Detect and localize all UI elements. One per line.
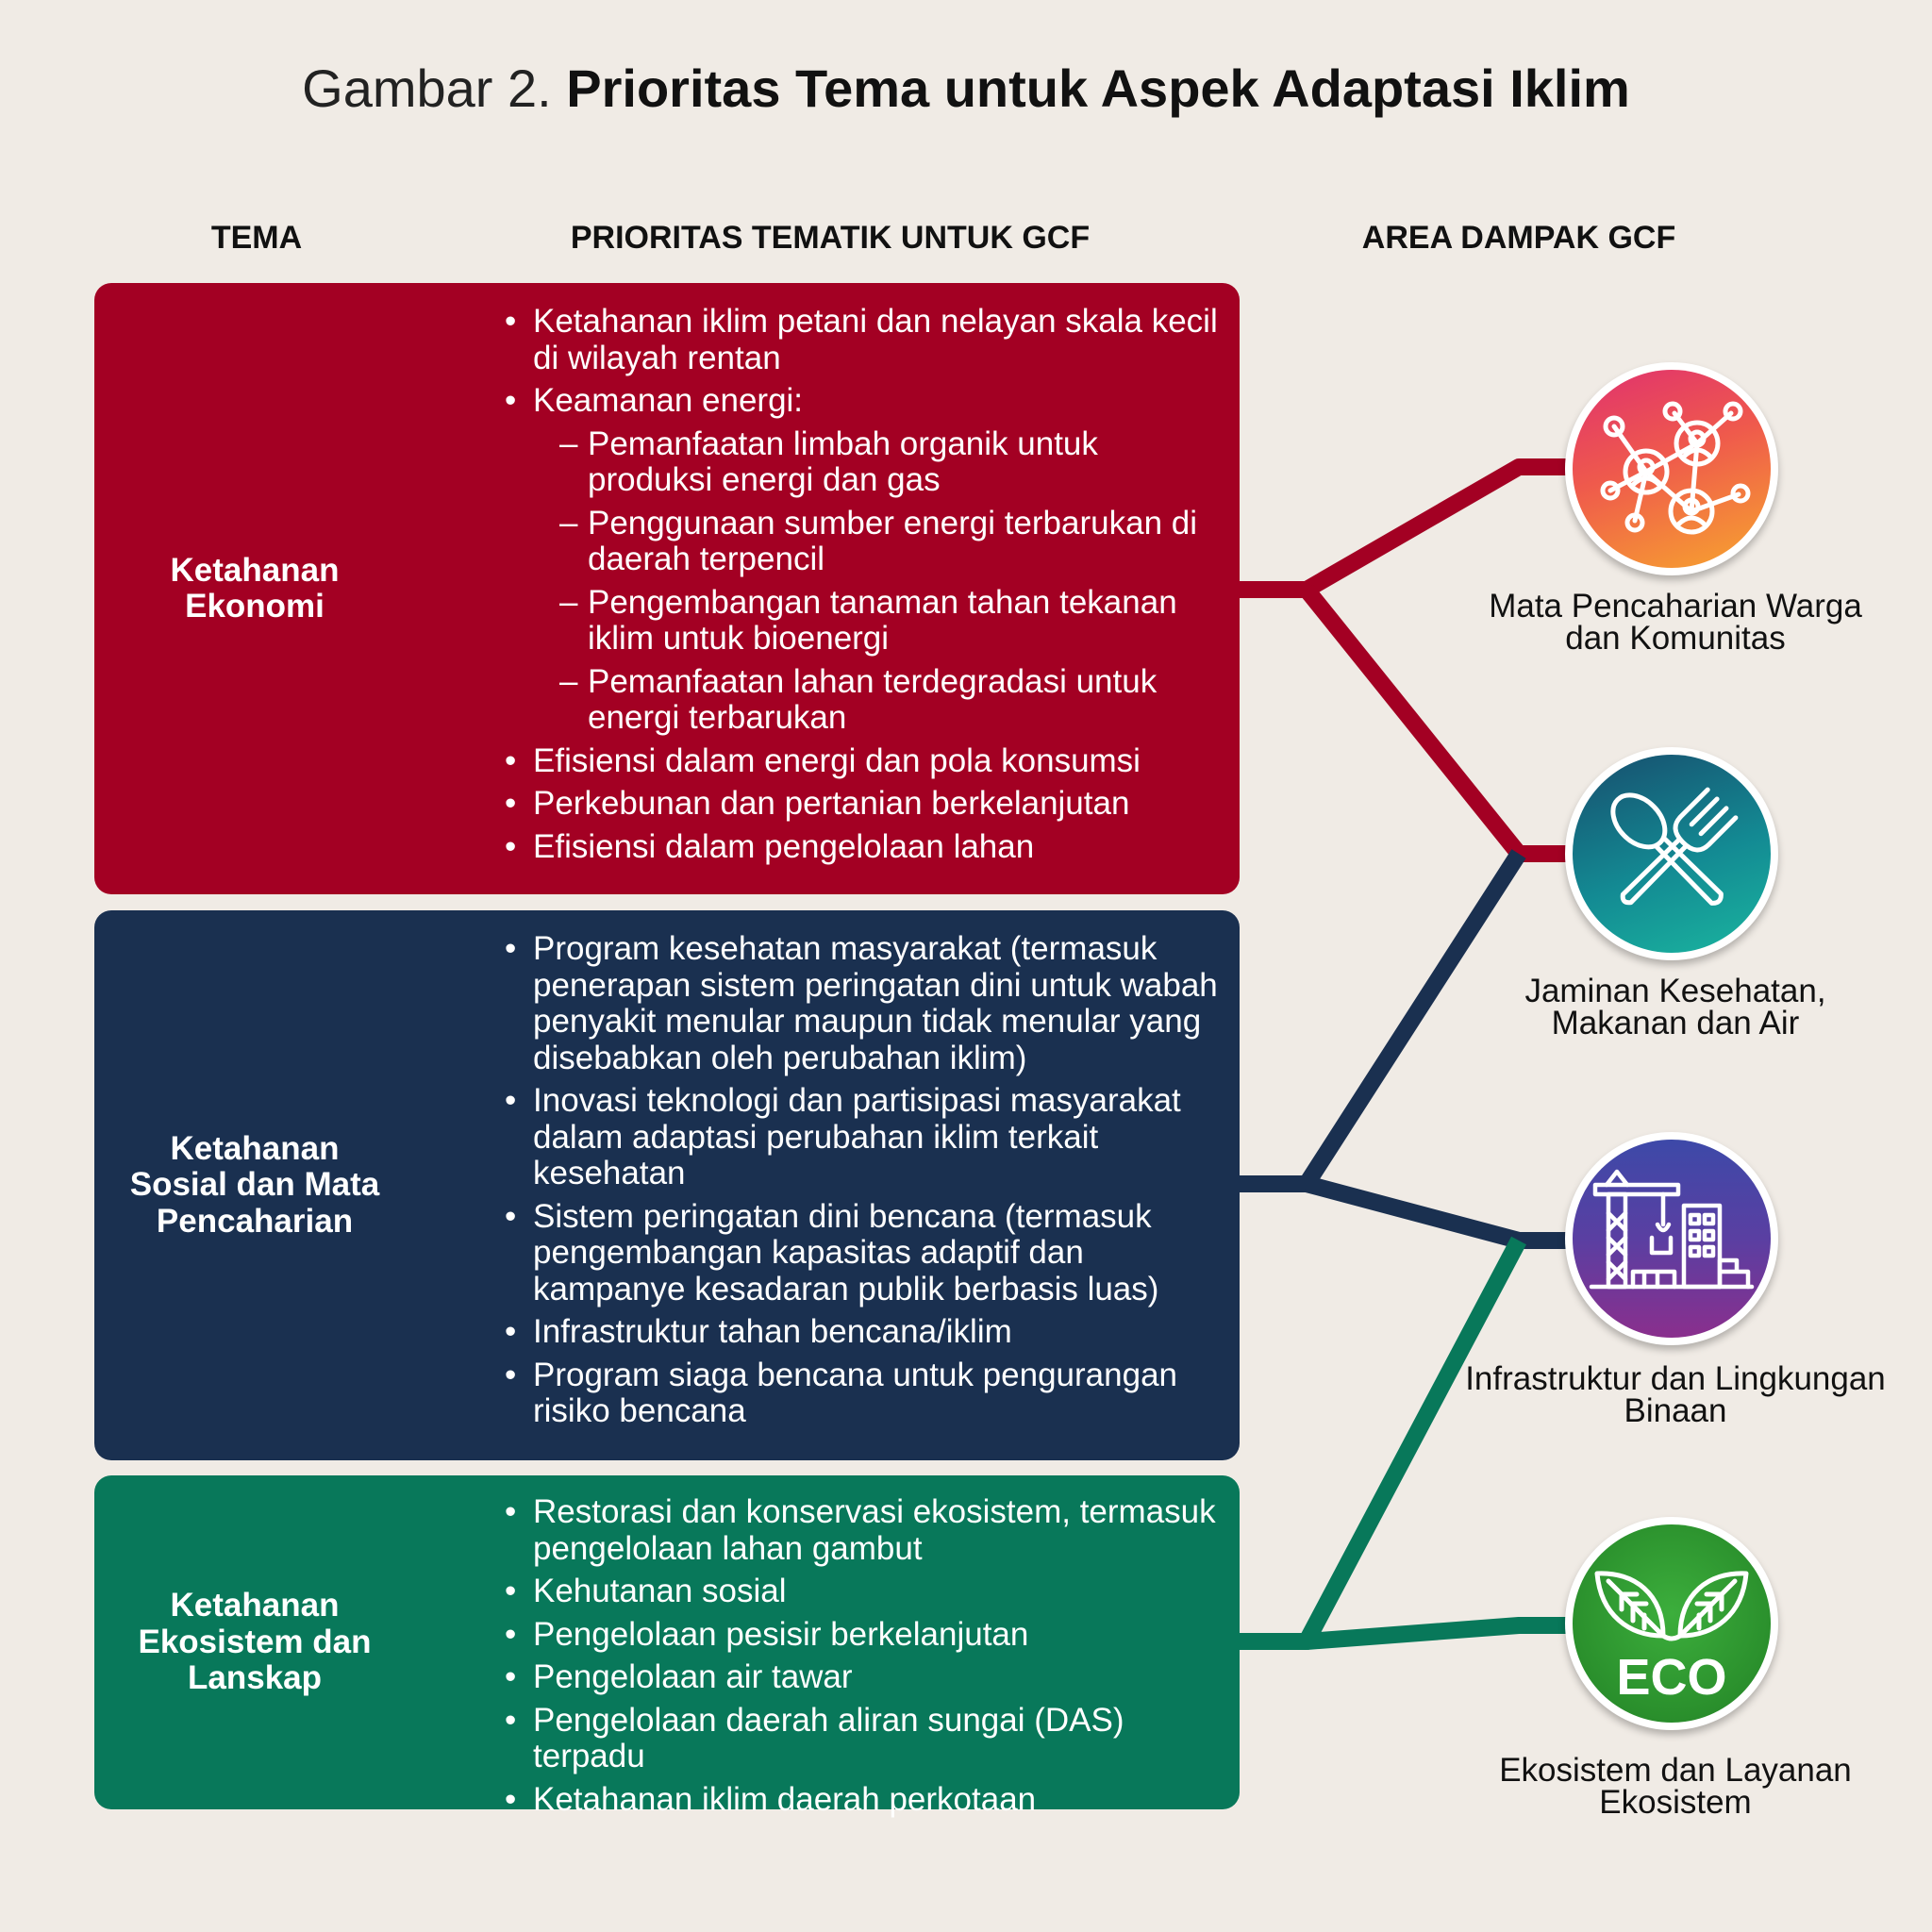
priority-subitem: Penggunaan sumber energi terbarukan di d… bbox=[533, 505, 1221, 578]
priority-list: Program kesehatan masyarakat (termasuk p… bbox=[505, 930, 1221, 1437]
priority-item: Kehutanan sosial bbox=[505, 1573, 1221, 1610]
priority-item: Perkebunan dan pertanian berkelanjutan bbox=[505, 785, 1221, 823]
community-network-icon bbox=[1600, 401, 1751, 535]
priority-item: Inovasi teknologi dan partisipasi masyar… bbox=[505, 1082, 1221, 1192]
priority-list: Ketahanan iklim petani dan nelayan skala… bbox=[505, 303, 1221, 872]
header-tema: TEMA bbox=[210, 220, 303, 256]
connector-ekosistem-to-infrastruktur bbox=[1238, 1236, 1526, 1650]
theme-name: Ketahanan Sosial dan Mata Pencaharian bbox=[129, 1129, 380, 1240]
area-label-jaminan: Jaminan Kesehatan, Makanan dan Air bbox=[1524, 973, 1826, 1041]
theme-name: Ketahanan Ekonomi bbox=[170, 551, 340, 625]
priority-subitem: Pemanfaatan lahan terdegradasi untuk ene… bbox=[533, 663, 1221, 737]
priority-item: Efisiensi dalam pengelolaan lahan bbox=[505, 828, 1221, 866]
priority-list: Restorasi dan konservasi ekosistem, term… bbox=[505, 1493, 1221, 1824]
priority-subitem: Pemanfaatan limbah organik untuk produks… bbox=[533, 425, 1221, 499]
priority-item: Pengelolaan pesisir berkelanjutan bbox=[505, 1616, 1221, 1654]
area-badge-mata-pencaharian bbox=[1565, 362, 1778, 575]
area-label-mata-pencaharian: Mata Pencaharian Warga dan Komunitas bbox=[1489, 588, 1862, 657]
figure-title: Gambar 2. Prioritas Tema untuk Aspek Ada… bbox=[0, 58, 1932, 119]
theme-panel-ekonomi: Ketahanan Ekonomi Ketahanan iklim petani… bbox=[94, 283, 1240, 894]
figure-title-main: Prioritas Tema untuk Aspek Adaptasi Ikli… bbox=[566, 58, 1630, 118]
area-label-infrastruktur: Infrastruktur dan Lingkungan Binaan bbox=[1465, 1360, 1886, 1429]
priority-item: Ketahanan iklim petani dan nelayan skala… bbox=[505, 303, 1221, 376]
area-label-ekosistem: Ekosistem dan Layanan Ekosistem bbox=[1499, 1752, 1852, 1821]
priority-item: Program siaga bencana untuk pengurangan … bbox=[505, 1357, 1221, 1430]
priority-item: Ketahanan iklim daerah perkotaan bbox=[505, 1781, 1221, 1819]
eco-icon-text: ECO bbox=[1616, 1649, 1726, 1706]
spoon-fork-icon bbox=[1610, 787, 1739, 906]
priority-item: Sistem peringatan dini bencana (termasuk… bbox=[505, 1198, 1221, 1308]
theme-panel-sosial: Ketahanan Sosial dan Mata Pencaharian Pr… bbox=[94, 910, 1240, 1460]
priority-item: Efisiensi dalam energi dan pola konsumsi bbox=[505, 742, 1221, 780]
figure-number: Gambar 2. bbox=[302, 58, 552, 118]
priority-item: Program kesehatan masyarakat (termasuk p… bbox=[505, 930, 1221, 1076]
connector-ekosistem-to-layanan bbox=[1306, 1617, 1571, 1650]
area-badge-infrastruktur bbox=[1565, 1132, 1778, 1345]
priority-subitem: Pengembangan tanaman tahan tekanan iklim… bbox=[533, 584, 1221, 658]
priority-item: Infrastruktur tahan bencana/iklim bbox=[505, 1313, 1221, 1351]
area-badge-ekosistem: ECO bbox=[1565, 1517, 1778, 1730]
theme-panel-ekosistem: Ketahanan Ekosistem dan Lanskap Restoras… bbox=[94, 1475, 1240, 1818]
priority-item: Restorasi dan konservasi ekosistem, term… bbox=[505, 1493, 1221, 1567]
connector-sosial-to-infrastruktur bbox=[1304, 1175, 1571, 1249]
priority-item: Pengelolaan daerah aliran sungai (DAS) t… bbox=[505, 1702, 1221, 1775]
construction-crane-icon bbox=[1589, 1169, 1755, 1290]
priority-item: Pengelolaan air tawar bbox=[505, 1658, 1221, 1696]
area-badge-jaminan bbox=[1565, 747, 1778, 960]
header-prioritas: PRIORITAS TEMATIK UNTUK GCF bbox=[570, 220, 1091, 256]
header-area: AREA DAMPAK GCF bbox=[1361, 220, 1676, 256]
connector-ekonomi-to-mata-pencaharian bbox=[1238, 458, 1571, 598]
eco-leaves-icon: ECO bbox=[1594, 1571, 1749, 1706]
priority-item: Keamanan energi: bbox=[505, 382, 1221, 420]
theme-name: Ketahanan Ekosistem dan Lanskap bbox=[138, 1587, 372, 1697]
